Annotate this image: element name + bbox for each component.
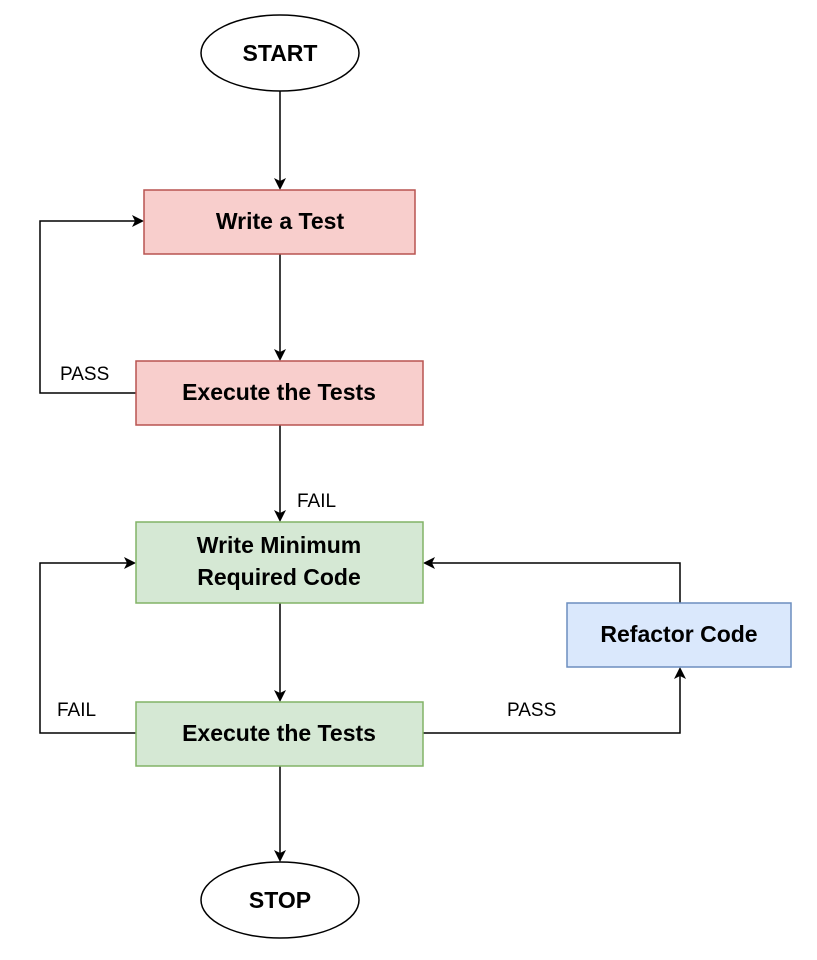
edge-execute-tests-2-fail-loop <box>39 557 136 734</box>
node-execute-tests-1: Execute the Tests <box>135 360 424 426</box>
node-refactor-code: Refactor Code <box>566 602 792 668</box>
write-min-code-box <box>135 521 424 604</box>
edge-label-pass-top: PASS <box>60 364 109 385</box>
execute-tests-2-box <box>135 701 424 767</box>
edge-refactor-to-write-min-code <box>423 557 681 603</box>
stop-label: STOP <box>249 887 311 913</box>
execute-tests-1-box <box>135 360 424 426</box>
node-write-test: Write a Test <box>143 189 416 255</box>
edge-label-pass-bottom: PASS <box>507 700 556 721</box>
edge-execute-tests-1-pass-loop <box>39 215 144 394</box>
node-write-min-code: Write Minimum Required Code <box>135 521 424 604</box>
start-label: START <box>243 40 318 66</box>
write-min-code-label-line-1: Write Minimum <box>197 532 361 558</box>
edge-label-fail-bottom: FAIL <box>57 700 96 721</box>
start-terminal-shape <box>200 14 360 92</box>
write-test-box <box>143 189 416 255</box>
edge-labels: PASS FAIL FAIL PASS <box>57 364 556 721</box>
write-min-code-label-line-2: Required Code <box>197 564 361 590</box>
node-start: START <box>200 14 360 92</box>
refactor-code-label: Refactor Code <box>600 621 757 647</box>
edges <box>39 91 686 862</box>
node-stop: STOP <box>200 861 360 939</box>
execute-tests-2-label: Execute the Tests <box>182 720 376 746</box>
stop-terminal-shape <box>200 861 360 939</box>
execute-tests-1-label: Execute the Tests <box>182 379 376 405</box>
refactor-code-box <box>566 602 792 668</box>
write-test-label: Write a Test <box>216 208 345 234</box>
node-execute-tests-2: Execute the Tests <box>135 701 424 767</box>
edge-execute-tests-2-pass-to-refactor <box>423 667 686 734</box>
edge-label-fail-middle: FAIL <box>297 491 336 512</box>
